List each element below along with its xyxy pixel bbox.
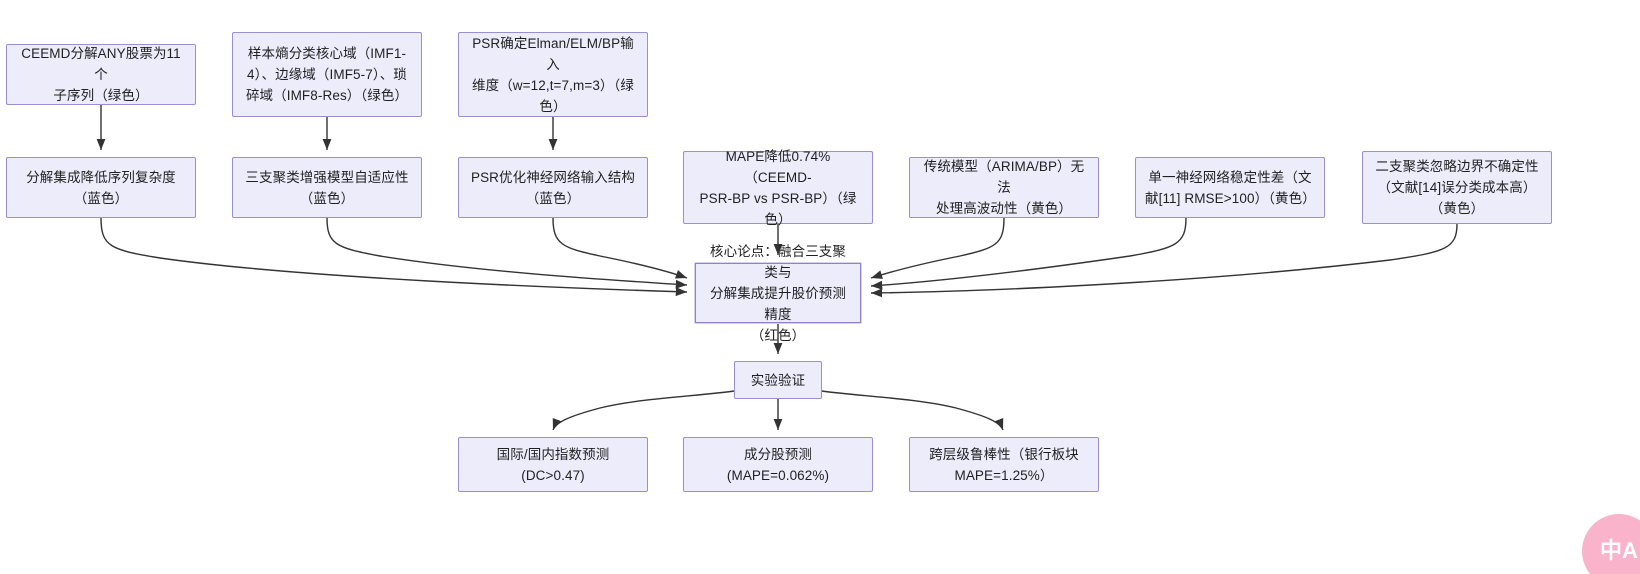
- node-label: CEEMD分解ANY股票为11个 子序列（绿色）: [21, 46, 181, 103]
- node-mape-improvement[interactable]: MAPE降低0.74%（CEEMD- PSR-BP vs PSR-BP）（绿 色…: [683, 149, 873, 227]
- node-traditional-models-limitation[interactable]: 传统模型（ARIMA/BP）无法 处理高波动性（黄色）: [909, 157, 1099, 218]
- edge-n4-core: [100, 217, 688, 297]
- edge-n9-core: [870, 217, 1187, 290]
- node-three-way-clustering-adaptivity[interactable]: 三支聚类增强模型自适应性 （蓝色）: [232, 157, 422, 218]
- watermark-text: 中A: [1600, 538, 1638, 563]
- node-label: 传统模型（ARIMA/BP）无法 处理高波动性（黄色）: [923, 159, 1085, 216]
- node-label: PSR优化神经网络输入结构 （蓝色）: [470, 169, 636, 206]
- node-decomposition-reduces-complexity[interactable]: 分解集成降低序列复杂度 （蓝色）: [6, 157, 196, 218]
- edge-n11-n14: [821, 390, 1004, 431]
- node-label: 分解集成降低序列复杂度 （蓝色）: [26, 169, 176, 206]
- core-inner-border: 核心论点：融合三支聚类与 分解集成提升股价预测精度 （红色）: [695, 244, 861, 343]
- node-two-way-clustering-boundary[interactable]: 二支聚类忽略边界不确定性 （文献[14]误分类成本高） （黄色）: [1362, 151, 1552, 224]
- edge-n8-core: [870, 217, 1005, 279]
- node-constituent-stock-result[interactable]: 成分股预测 (MAPE=0.062%): [683, 437, 873, 492]
- node-label: 成分股预测 (MAPE=0.062%): [726, 446, 830, 483]
- node-label: MAPE降低0.74%（CEEMD- PSR-BP vs PSR-BP）（绿 色…: [699, 148, 857, 227]
- node-psr-optimizes-network-input[interactable]: PSR优化神经网络输入结构 （蓝色）: [458, 157, 648, 218]
- node-sample-entropy-domains[interactable]: 样本熵分类核心域（IMF1- 4）、边缘域（IMF5-7）、琐 碎域（IMF8-…: [232, 32, 422, 117]
- node-label: 二支聚类忽略边界不确定性 （文献[14]误分类成本高） （黄色）: [1375, 159, 1539, 216]
- node-label: 三支聚类增强模型自适应性 （蓝色）: [245, 169, 409, 206]
- node-label: 样本熵分类核心域（IMF1- 4）、边缘域（IMF5-7）、琐 碎域（IMF8-…: [245, 46, 409, 103]
- watermark-badge: 中A: [1582, 514, 1640, 574]
- edge-n5-core: [326, 217, 688, 289]
- edge-n11-n12: [552, 390, 735, 431]
- node-index-forecast-result[interactable]: 国际/国内指数预测 (DC>0.47): [458, 437, 648, 492]
- node-psr-input-dimension[interactable]: PSR确定Elman/ELM/BP输入 维度（w=12,t=7,m=3）（绿 色…: [458, 32, 648, 117]
- node-single-network-instability[interactable]: 单一神经网络稳定性差（文 献[11] RMSE>100）（黄色）: [1135, 157, 1325, 218]
- node-experimental-validation[interactable]: 实验验证: [734, 361, 822, 399]
- node-label: 跨层级鲁棒性（银行板块 MAPE=1.25%）: [929, 446, 1079, 483]
- node-label: 核心论点：融合三支聚类与 分解集成提升股价预测精度 （红色）: [710, 243, 846, 343]
- node-core-thesis[interactable]: 核心论点：融合三支聚类与 分解集成提升股价预测精度 （红色）: [694, 244, 862, 343]
- node-cross-level-robustness-result[interactable]: 跨层级鲁棒性（银行板块 MAPE=1.25%）: [909, 437, 1099, 492]
- node-ceemd-decomposition[interactable]: CEEMD分解ANY股票为11个 子序列（绿色）: [6, 44, 196, 105]
- node-label: 实验验证: [750, 372, 806, 388]
- edge-n6-core: [552, 217, 688, 279]
- node-label: PSR确定Elman/ELM/BP输入 维度（w=12,t=7,m=3）（绿 色…: [472, 35, 634, 114]
- node-label: 国际/国内指数预测 (DC>0.47): [496, 446, 610, 483]
- edge-n10-core: [870, 223, 1458, 298]
- node-label: 单一神经网络稳定性差（文 献[11] RMSE>100）（黄色）: [1145, 169, 1316, 206]
